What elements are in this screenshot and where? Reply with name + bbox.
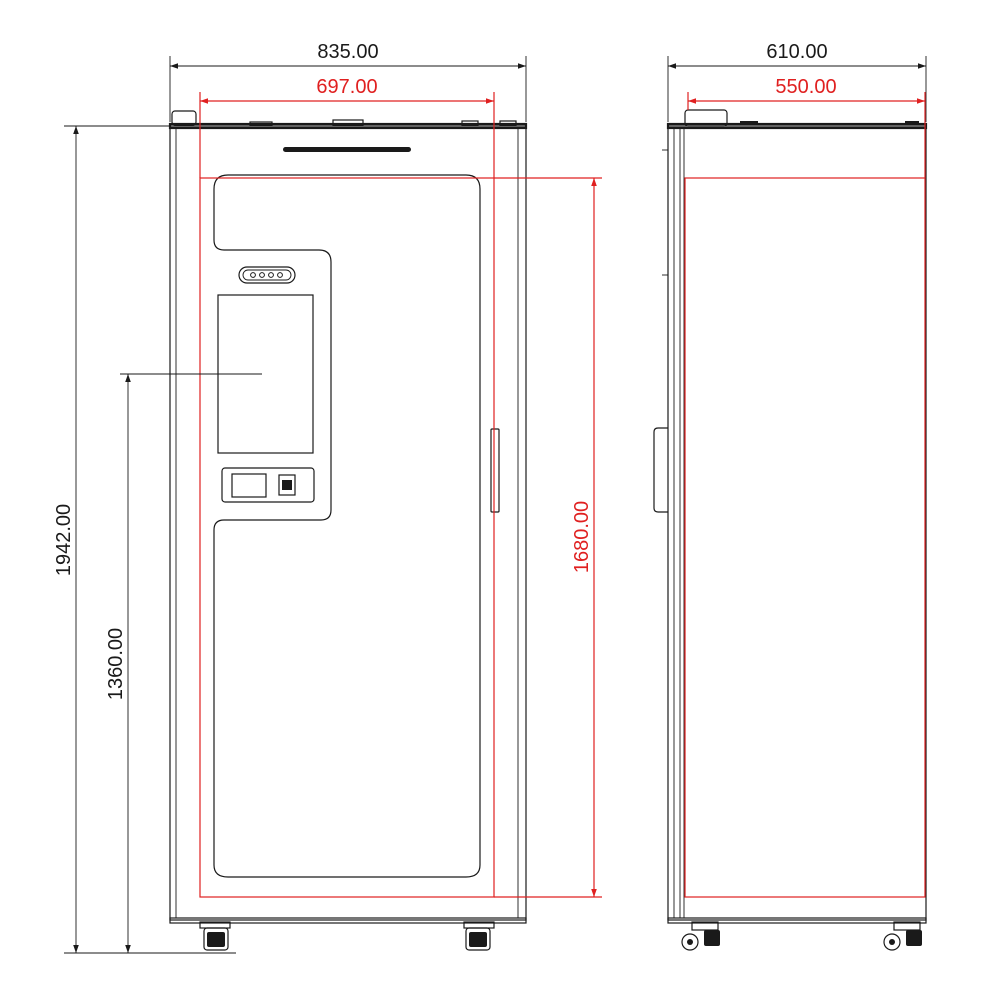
front-base-strip: [169, 917, 527, 924]
front-caster-right: [463, 921, 495, 951]
door-glass-panel: [213, 174, 481, 878]
reader-panel: [221, 467, 315, 503]
front-overall-width-label: 835.00: [317, 41, 378, 63]
side-base-strip: [667, 917, 927, 924]
dim-overall-height: 1942.00: [53, 125, 236, 954]
side-door-handle: [653, 427, 668, 513]
side-caster-right: [883, 921, 922, 951]
side-top-vent: [740, 121, 758, 125]
side-overall-depth-label: 610.00: [766, 41, 827, 63]
dim-screen-height: 1360.00: [105, 373, 262, 953]
top-vent-slot: [283, 147, 411, 152]
side-view: [653, 109, 928, 951]
inner-height-label: 1680.00: [571, 501, 593, 573]
overall-height-label: 1942.00: [53, 504, 75, 576]
front-inner-width-label: 697.00: [316, 76, 377, 98]
side-caster-left: [681, 921, 720, 951]
side-top-knob: [905, 121, 919, 125]
front-cabinet-body: [169, 125, 527, 921]
front-inner-frame: [199, 177, 495, 898]
side-inner-depth-label: 550.00: [775, 76, 836, 98]
front-caster-left: [199, 921, 231, 951]
dim-inner-height: 1680.00: [494, 177, 602, 898]
side-inner-frame: [684, 177, 926, 898]
dim-front-overall-width: 835.00: [169, 41, 527, 122]
indicator-bar: [238, 266, 296, 284]
front-view: [168, 110, 528, 951]
dim-front-inner-width: 697.00: [199, 76, 495, 178]
side-cabinet-body: [667, 125, 927, 921]
front-door-handle: [490, 428, 500, 513]
screen-height-label: 1360.00: [105, 628, 127, 700]
dim-side-inner-depth: 550.00: [687, 76, 926, 178]
dim-side-overall-depth: 610.00: [667, 41, 927, 122]
